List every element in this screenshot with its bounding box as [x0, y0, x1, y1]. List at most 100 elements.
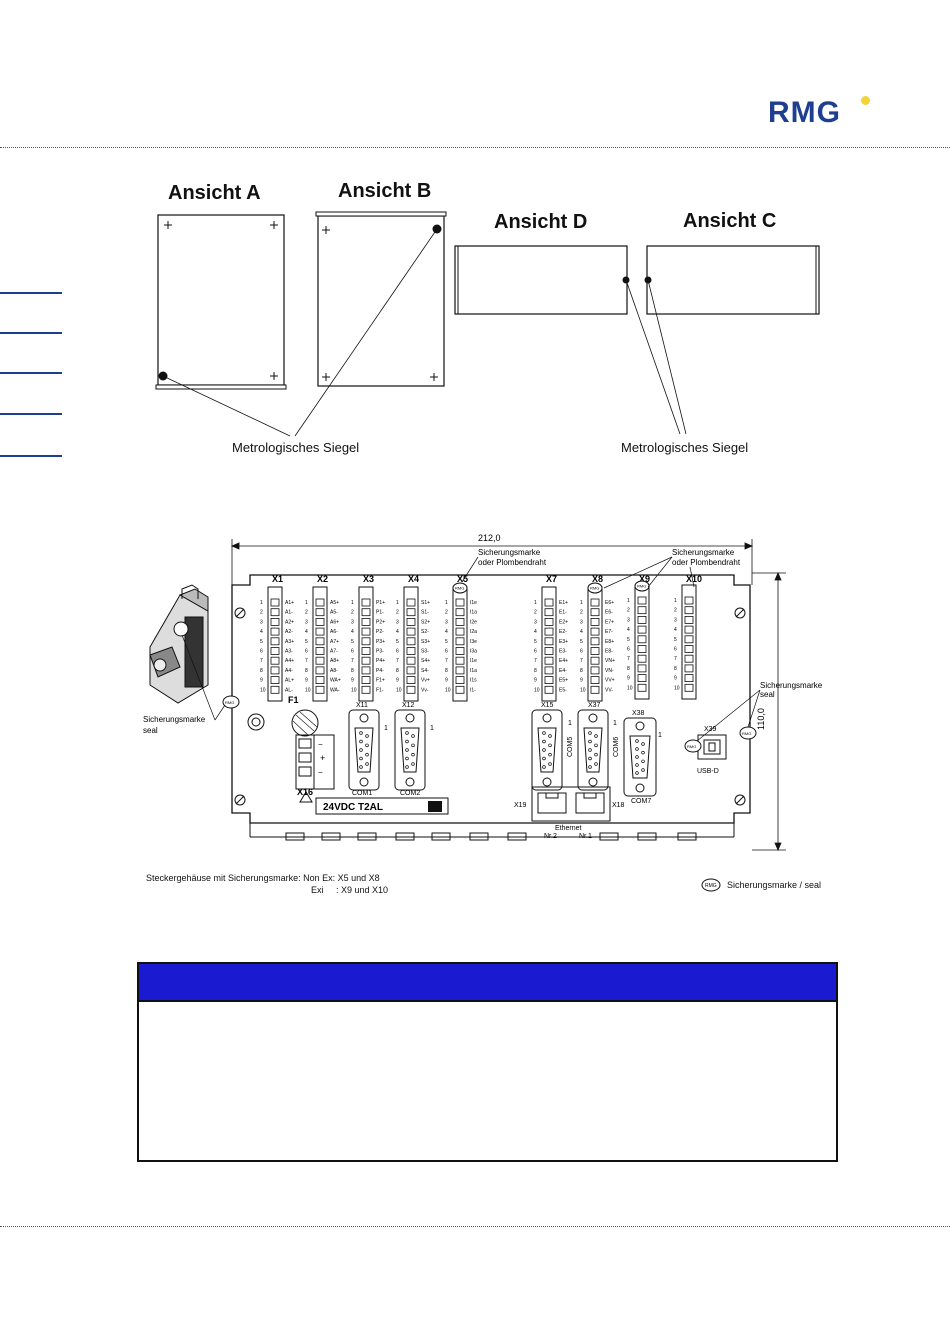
svg-text:8: 8 [396, 668, 399, 674]
svg-text:7: 7 [445, 658, 448, 664]
svg-text:+: + [320, 753, 325, 763]
terminal-label: X4 [408, 574, 419, 584]
com1-label: COM1 [352, 790, 372, 797]
height-dimension: 110,0 [756, 708, 766, 730]
svg-text:6: 6 [534, 649, 537, 655]
svg-text:3: 3 [305, 619, 308, 625]
terminal-label: X9 [639, 574, 650, 584]
svg-text:6: 6 [580, 649, 583, 655]
svg-text:8: 8 [534, 668, 537, 674]
svg-text:4: 4 [674, 627, 677, 633]
svg-text:6: 6 [445, 649, 448, 655]
terminal-pin-label: A2- [285, 629, 293, 635]
terminal-pin-label: I2a [470, 629, 477, 635]
terminal-pin [406, 598, 416, 607]
terminal-pin-label: E6+ [605, 600, 614, 606]
terminal-pin-label: A3+ [285, 639, 294, 645]
svg-text:5: 5 [580, 639, 583, 645]
terminal-pin [270, 608, 280, 617]
svg-text:3: 3 [534, 619, 537, 625]
terminal-pin-label: I1e [470, 600, 477, 606]
terminal-pin [544, 618, 554, 626]
terminal-pin [406, 618, 416, 626]
power-label-box [315, 797, 449, 815]
terminal-pin-label: E3+ [559, 639, 568, 645]
svg-text:RMG: RMG [225, 700, 234, 705]
terminal-pin [406, 637, 416, 646]
ethernet-nr2: Nr.2 [544, 833, 557, 840]
svg-text:3: 3 [627, 617, 630, 623]
terminal-label: X5 [457, 574, 468, 584]
logo-dot-icon [861, 96, 870, 105]
terminal-pin-label: P4+ [376, 658, 385, 664]
terminal-pin [270, 666, 280, 675]
terminal-pin [361, 608, 371, 617]
svg-text:4: 4 [260, 629, 263, 635]
seal-legend-icon: RMG [701, 878, 721, 892]
x11-label: X11 [356, 702, 368, 709]
terminal-pin [684, 645, 694, 653]
usb-port [697, 734, 727, 760]
svg-text:−: − [318, 740, 323, 749]
terminal-pin-label: E8- [605, 649, 613, 655]
svg-text:2: 2 [627, 608, 630, 614]
view-c-title: Ansicht C [683, 210, 777, 232]
connector-note-exi: Exi [311, 885, 324, 895]
terminal-pin-label: S1+ [421, 600, 430, 606]
terminal-pin [544, 666, 554, 675]
svg-text:2: 2 [351, 610, 354, 616]
terminal-pin-label: P4- [376, 668, 384, 674]
terminal-pin [361, 666, 371, 675]
terminal-pin-label: A8+ [330, 658, 339, 664]
terminal-pin [684, 674, 694, 683]
terminal-pin [315, 685, 325, 694]
terminal-pin [315, 647, 325, 655]
terminal-label: X3 [363, 574, 374, 584]
svg-text:4: 4 [534, 629, 537, 635]
terminal-pin [637, 596, 647, 605]
terminal-pin [637, 616, 647, 624]
x18-label: X18 [612, 802, 625, 809]
note-box-header [139, 964, 836, 1002]
svg-text:5: 5 [260, 639, 263, 645]
seal-label-left: Metrologisches Siegel [232, 440, 360, 455]
view-c-housing [646, 245, 820, 315]
terminal-pin-label: A5+ [330, 600, 339, 606]
svg-text:6: 6 [674, 647, 677, 653]
terminal-pin [270, 598, 280, 607]
svg-text:1: 1 [627, 598, 630, 604]
svg-text:1: 1 [305, 600, 308, 606]
svg-text:10: 10 [396, 687, 402, 693]
terminal-pin-label: P1- [376, 610, 384, 616]
fuse-holder [291, 709, 319, 737]
svg-text:8: 8 [260, 668, 263, 674]
view-a-housing [157, 214, 285, 386]
terminal-pin [361, 685, 371, 694]
terminal-pin [684, 596, 694, 605]
terminal-pin [361, 656, 371, 665]
terminal-pin [455, 627, 465, 636]
view-d-title: Ansicht D [494, 211, 588, 233]
terminal-pin-label: A4+ [285, 658, 294, 664]
svg-text:1: 1 [568, 720, 572, 727]
terminal-pin-label: A1+ [285, 600, 294, 606]
terminal-pin [315, 666, 325, 675]
svg-text:6: 6 [396, 649, 399, 655]
svg-text:2: 2 [305, 610, 308, 616]
terminal-pin-label: F1- [376, 687, 384, 693]
view-a-screws [164, 221, 278, 380]
header-divider [0, 147, 950, 148]
seal-note-1: Sicherungsmarke [478, 548, 541, 557]
x12-label: X12 [402, 702, 415, 709]
svg-text:2: 2 [580, 610, 583, 616]
svg-text:8: 8 [305, 668, 308, 674]
svg-text:9: 9 [305, 678, 308, 684]
terminal-pin [684, 606, 694, 615]
x15-label: X15 [541, 702, 554, 709]
svg-text:8: 8 [627, 666, 630, 672]
svg-text:2: 2 [674, 608, 677, 614]
terminal-pin-label: P2- [376, 629, 384, 635]
